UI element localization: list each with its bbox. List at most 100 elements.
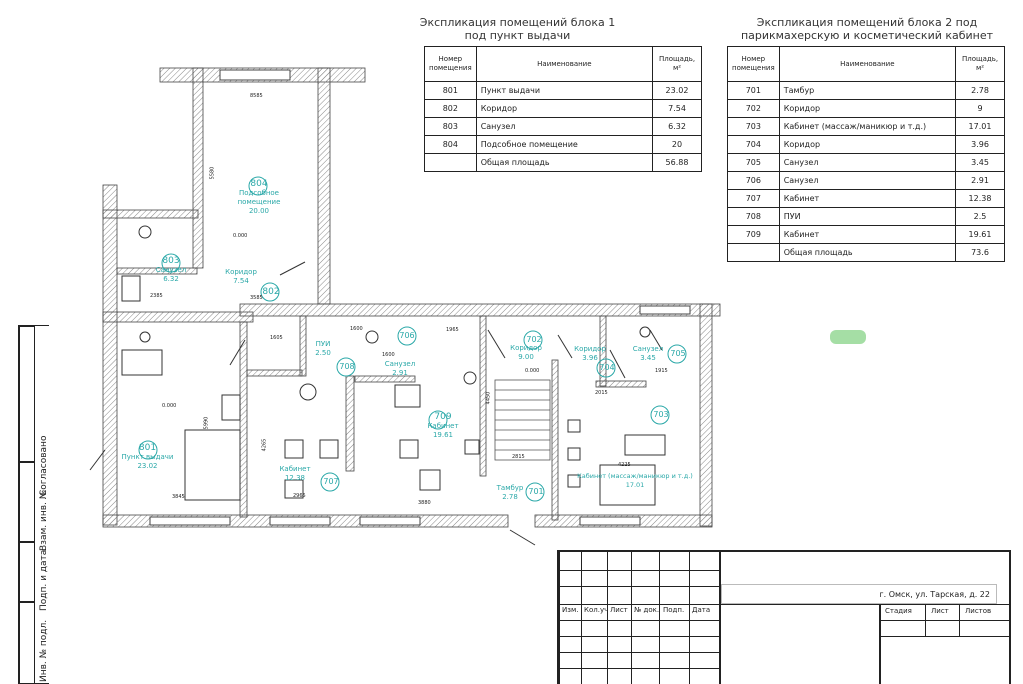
stamp-col-list: Лист [610,606,628,614]
level-mark: 0.000 [525,368,540,374]
title-block: Изм. Кол.уч Лист № док. Подп. Дата г. Ом… [557,550,1011,684]
room-markers [138,176,687,502]
side-inv: Инв. № подл. [39,619,49,682]
room-name: Коридор [225,268,257,276]
cell-total: 56.88 [652,153,702,172]
doors [89,261,663,546]
room-name: Санузел [632,345,664,353]
room-name: Кабинет [427,422,459,430]
level-mark: 0.000 [233,233,248,239]
t2-h-area: Площадь, м² [955,46,1005,82]
dim-label: 2015 [595,390,608,396]
dim-label: 2965 [293,493,306,499]
dim-label: 8585 [250,93,263,99]
side-stamp: Согласовано Взам. инв. № Подп. и дата Ин… [18,325,49,684]
room-num-706: 706 [399,331,415,340]
side-cell [19,326,35,463]
room-name: Пункт выдачи [121,453,174,461]
stamp-col-kol: Кол.уч [584,606,609,614]
side-signdate: Подп. и дата [39,549,49,611]
room-num: 804 [250,179,268,189]
cell-total-label: Общая площадь [778,243,957,262]
dim-label: 2815 [512,454,525,460]
side-agreed: Согласовано [39,435,49,496]
highlight-mark [830,330,866,344]
dim-label: 2385 [150,293,163,299]
stamp-sheet: Лист [931,607,949,615]
room-area: 7.54 [233,277,249,285]
room-area: 19.61 [432,431,454,439]
room-name: ПУИ [315,340,331,348]
dim-label: 3845 [172,494,185,500]
table2: Номер помещения Наименование Площадь, м²… [727,46,1005,262]
cell-total-label: Общая площадь [475,153,654,172]
dim-label: 5580 [209,166,216,180]
room-num: 803 [162,256,180,266]
room-num: 801 [138,443,157,453]
room-area: 2.91 [392,369,408,377]
side-replace: Взам. инв. № [39,489,49,551]
stamp-sheets: Листов [965,607,992,615]
windows [149,69,691,526]
room-label-706: Санузел 2.91 [378,360,422,378]
dim-label: 4265 [261,438,268,452]
room-num-702: 702 [526,335,542,344]
room-name: Коридор [574,345,606,353]
room-area: 20.00 [248,207,270,215]
room-name: Санузел [384,360,416,368]
t1-h-num: Номер помещения [424,46,477,82]
room-label-803: 803 Санузел 6.32 [150,257,192,284]
room-area: 2.78 [502,493,518,501]
dim-label: 3880 [418,500,431,506]
stamp-col-sign: Подп. [663,606,685,614]
room-num-701: 701 [528,487,544,496]
room-label-804: 804 Подсобное помещение 20.00 [220,180,298,216]
room-area: 6.32 [163,275,179,283]
room-num-703: 703 [653,410,669,419]
address-field: г. Омск, ул. Тарская, д. 22 [721,584,997,604]
room-label-704: Коридор 3.96 [570,345,610,363]
room-num-707: 707 [323,477,339,486]
room-label-802: Коридор 7.54 [218,268,264,286]
table2-title: Экспликация помещений блока 2 под парикм… [740,16,994,42]
room-num: 709 [434,412,452,422]
dim-label: 1600 [382,352,395,358]
dim-label: 5990 [203,416,210,430]
stamp-col-date: Дата [692,606,711,614]
room-area: 9.00 [518,353,534,361]
level-mark: 0.000 [162,403,177,409]
room-area: 17.01 [625,481,645,489]
stamp-stage: Стадия [885,607,912,615]
room-name: Кабинет [279,465,311,473]
room-num-704: 704 [599,363,615,372]
room-name: Кабинет (массаж/маникюр и т.д.) [577,472,693,480]
room-area: 12.38 [284,474,306,482]
room-num-708: 708 [339,362,355,371]
room-label-801: 801 Пункт выдачи 23.02 [110,444,185,471]
dim-label: 1600 [350,326,363,332]
room-label-708: ПУИ 2.50 [306,340,340,358]
side-cell [19,461,35,543]
furniture [121,225,666,506]
room-name: Санузел [155,266,187,274]
room-num-802: 802 [262,287,280,297]
stairs [494,379,551,461]
dim-label: 1605 [270,335,283,341]
cell-total: 73.6 [955,243,1005,262]
room-label-709: 709 Кабинет 19.61 [420,413,466,440]
room-label-702: Коридор 9.00 [505,344,547,362]
stamp-col-izm: Изм. [562,606,579,614]
dim-label: 4450 [485,391,492,405]
room-label-707: Кабинет 12.38 [272,465,318,483]
stamp-col-doc: № док. [634,606,660,614]
walls [102,67,721,528]
